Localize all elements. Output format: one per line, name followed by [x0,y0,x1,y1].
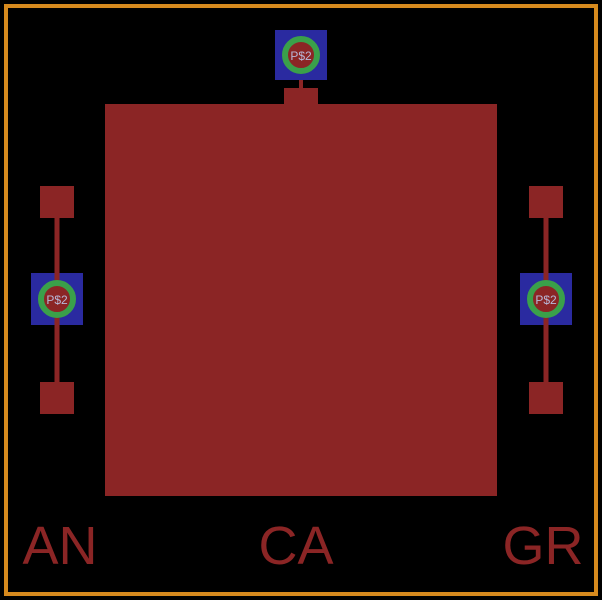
label-gr: GR [503,516,584,576]
label-ca: CA [258,516,333,576]
top-via-ring [282,36,320,74]
right-pad-label: P$2 [535,293,557,307]
top-pad-neck [284,88,318,108]
left-pad-group: P$2 [31,186,83,414]
top-pad-label: P$2 [290,49,312,63]
center-copper-pad [105,104,497,496]
top-via-pad: P$2 [275,30,327,80]
right-via-ring [527,280,565,318]
right-pad-group: P$2 [520,186,572,414]
left-pad-label: P$2 [46,293,68,307]
board-outline [4,4,598,596]
label-an: AN [22,516,97,576]
left-via-ring [38,280,76,318]
